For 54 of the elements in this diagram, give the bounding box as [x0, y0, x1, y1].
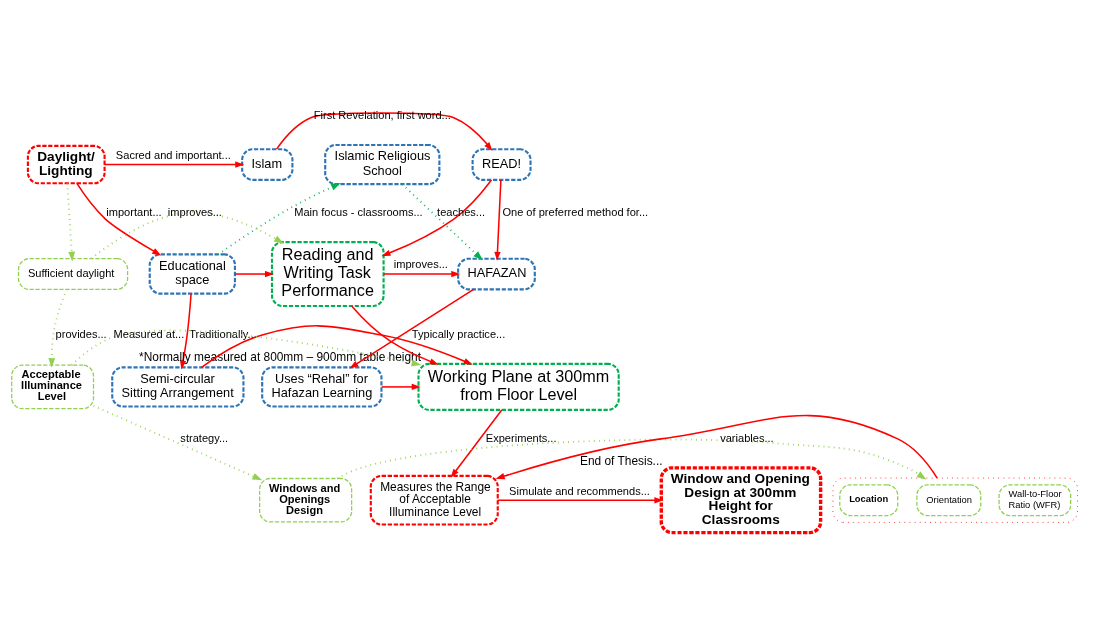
arrow — [401, 182, 483, 260]
node-box: Windows and Openings Design — [259, 477, 353, 523]
edge-label: Sacred and important... — [115, 148, 231, 161]
edge-label: Typically practice... — [411, 327, 506, 340]
arrow — [351, 305, 439, 365]
arrow — [66, 182, 76, 261]
arrow — [336, 438, 927, 480]
arrow — [217, 182, 341, 255]
arrow — [92, 404, 263, 480]
node-box: Islam — [241, 147, 294, 181]
edge-label: Traditionally... — [189, 327, 257, 340]
node-box: Working Plane at 300mm from Floor Level — [417, 362, 620, 411]
node-box: Uses “Rehal” for Hafazan Learning — [261, 365, 383, 408]
node-box: Daylight/ Lighting — [26, 144, 106, 184]
node-box: Measures the Range of Acceptable Illuminance Level — [369, 474, 499, 526]
arrow — [234, 270, 275, 277]
arrow — [90, 210, 284, 259]
node-box: Educational space — [148, 252, 236, 295]
edge-label: Experiments... — [485, 431, 557, 444]
arrow — [76, 182, 162, 256]
edge-label: One of preferred method for... — [502, 205, 649, 218]
edge-label: strategy... — [180, 431, 229, 444]
arrow — [179, 292, 192, 369]
edge-label: provides... — [55, 327, 107, 340]
arrow — [349, 288, 475, 368]
edge-label: Main focus - classrooms... — [294, 205, 423, 218]
node-box: Reading and Writing Task Performance — [270, 240, 385, 307]
arrow — [497, 496, 664, 503]
edge-label: improves... — [167, 205, 222, 218]
node-box: Location — [839, 483, 899, 516]
node-box: Orientation — [916, 483, 982, 516]
arrow — [381, 383, 421, 390]
node-box: Acceptable Illuminance Level — [11, 364, 95, 409]
node-box: Islamic Religious School — [324, 143, 441, 185]
edge-label: Simulate and recommends... — [509, 484, 650, 497]
edge-label: important... — [106, 205, 162, 218]
node-box: HAFAZAN — [457, 257, 536, 290]
arrow — [48, 288, 68, 368]
edge-label: improves... — [393, 257, 448, 270]
arrow — [450, 408, 503, 478]
arrow — [381, 178, 493, 256]
arrow — [382, 270, 461, 277]
node-label: End of Thesis... — [580, 453, 663, 468]
arrow — [495, 414, 938, 479]
edge-label: Measured at... — [113, 327, 185, 340]
node-box: READ! — [471, 147, 532, 181]
arrow — [104, 160, 245, 168]
node-box: Window and Opening Design at 300mm Height for Classrooms — [659, 465, 823, 534]
node-box: Sufficient daylight — [17, 257, 129, 290]
arrow — [494, 178, 502, 261]
node-box: Semi-circular Sitting Arrangement — [111, 365, 245, 408]
node-box: Wall-to-Floor Ratio (WFR) — [998, 483, 1072, 516]
cluster — [832, 477, 1078, 523]
edge-label: variables... — [720, 431, 774, 444]
